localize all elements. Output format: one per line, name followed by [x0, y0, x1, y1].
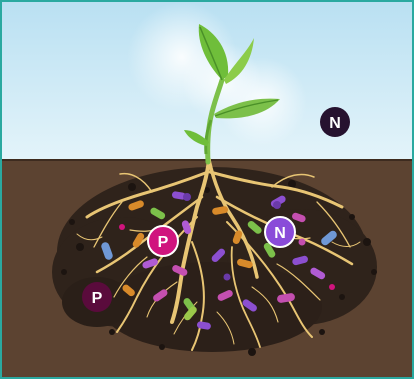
nitrogen-badge-label: N — [274, 225, 286, 242]
phosphorus-badge-left: P — [82, 282, 112, 312]
phosphorus-badge: P — [148, 226, 178, 256]
phosphorus-badge-label: P — [158, 234, 169, 251]
nitrogen-badge-label: N — [329, 115, 341, 132]
nitrogen-badge-soil: N — [265, 217, 295, 247]
soil-root-illustration: N N P P — [2, 2, 412, 377]
phosphorus-badge-label: P — [92, 290, 103, 307]
nitrogen-badge: N — [320, 107, 350, 137]
